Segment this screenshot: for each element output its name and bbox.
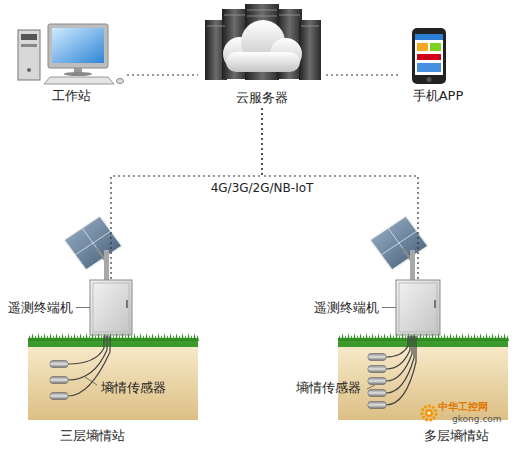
mobile-app-node: 手机APP <box>400 22 476 106</box>
sensor-cables <box>386 336 414 393</box>
right-station <box>396 280 440 335</box>
watermark-gear <box>427 411 430 414</box>
node-label: 遥测终端机 <box>314 300 379 316</box>
sensor-cables <box>85 377 97 385</box>
right-station <box>370 216 428 270</box>
node-label: 云服务器 <box>236 90 288 106</box>
null <box>247 16 277 17</box>
watermark-gear <box>425 409 433 417</box>
sensor-cables <box>367 336 416 405</box>
sensor-cables <box>386 336 416 405</box>
soil-sensor <box>368 354 386 409</box>
null <box>224 15 245 16</box>
null <box>279 15 300 16</box>
dotted-link <box>326 74 400 75</box>
workstation-node: 工作站 <box>15 20 127 106</box>
phone-icon <box>417 43 428 51</box>
soil-sensor <box>368 402 386 409</box>
soil-sensor <box>50 377 68 384</box>
cloud-server-node: 云服务器 <box>198 2 326 108</box>
phone-icon <box>412 28 446 84</box>
right-station <box>434 300 436 308</box>
watermark-gear <box>422 406 436 420</box>
soil-sensor <box>368 354 386 361</box>
left-station <box>90 280 132 335</box>
sensor-cables <box>68 336 107 380</box>
grass <box>338 333 509 341</box>
station-label: 三层墒情站 <box>60 428 125 444</box>
node-label: 工作站 <box>52 88 91 104</box>
dotted-link <box>127 74 198 75</box>
null <box>247 10 277 11</box>
network-label: 4G/3G/2G/NB-IoT <box>200 181 324 195</box>
sensor-cables <box>68 336 104 364</box>
left-station <box>28 216 199 420</box>
sensor-cables <box>367 385 375 389</box>
rtu-terminal: 遥测终端机 <box>4 280 132 335</box>
sensor-label: 墒情传感器 <box>101 380 166 396</box>
phone-icon <box>417 63 441 72</box>
soil-sensor <box>368 378 386 385</box>
left-station <box>28 346 198 420</box>
grass <box>28 333 199 341</box>
station-label: 多层墒情站 <box>424 428 489 444</box>
null <box>301 26 319 27</box>
cloud-server-icon <box>226 52 300 72</box>
workstation-icon <box>18 24 124 84</box>
workstation-icon <box>21 34 37 40</box>
phone-icon <box>415 34 443 75</box>
right-station <box>399 283 437 332</box>
sensor-cables <box>386 336 410 369</box>
sensor-cables <box>386 336 408 357</box>
workstation-icon <box>27 68 31 72</box>
soil-sensor <box>368 390 386 397</box>
workstation-icon <box>52 28 104 63</box>
node-label: 手机APP <box>413 88 464 104</box>
left-station <box>64 216 122 270</box>
workstation-icon <box>44 77 114 84</box>
workstation-icon <box>48 24 108 68</box>
leader-line <box>76 307 90 308</box>
left-station <box>93 283 129 332</box>
soil-sensor <box>368 366 386 373</box>
left-station <box>126 300 128 308</box>
leader-line <box>382 307 396 308</box>
null <box>207 26 225 27</box>
phone-icon <box>415 34 443 40</box>
node-label: 遥测终端机 <box>8 300 73 316</box>
right-station <box>338 346 508 420</box>
phone-icon <box>412 28 446 84</box>
workstation-icon <box>21 44 37 47</box>
phone-icon <box>417 54 441 60</box>
soil-sensor <box>50 361 68 400</box>
phone-icon <box>430 43 441 51</box>
sensor-label: 墒情传感器 <box>296 380 361 396</box>
workstation-icon <box>117 79 124 84</box>
watermark: gkong.com <box>452 414 502 425</box>
phone-icon <box>427 77 432 82</box>
workstation-icon <box>64 72 92 76</box>
soil-sensor <box>50 361 68 368</box>
watermark: 中华工控网 <box>438 401 488 413</box>
workstation-icon <box>18 30 40 80</box>
cloud-server-icon <box>299 20 321 80</box>
soil-sensor <box>50 393 68 400</box>
cloud-server-icon <box>205 4 321 80</box>
right-station <box>338 216 509 420</box>
watermark-gear <box>422 406 436 420</box>
rtu-terminal: 遥测终端机 <box>310 280 440 335</box>
